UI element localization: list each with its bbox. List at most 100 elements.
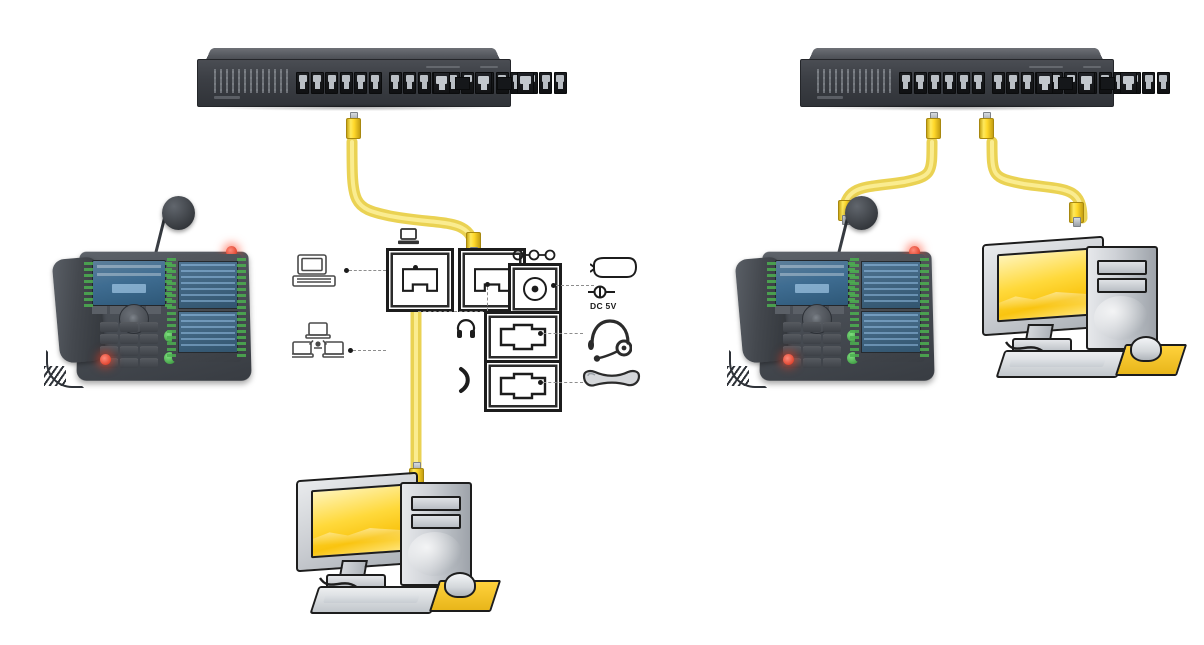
computer-tower-right [1086, 246, 1158, 350]
switch-front-panel [800, 59, 1170, 107]
drive-bay [411, 496, 461, 511]
leader-line-power [556, 285, 594, 286]
lan-network-icon [292, 322, 344, 358]
expansion-keys-right[interactable] [237, 258, 246, 358]
switch-brand-mark [214, 96, 240, 99]
handset-cord [727, 350, 767, 388]
ip-phone-left[interactable] [40, 196, 255, 403]
microphone-head [162, 196, 195, 230]
phone-line-keys-left[interactable] [767, 262, 776, 308]
tower-highlight [408, 532, 462, 576]
handset-cord [44, 350, 84, 388]
expansion-keys-left[interactable] [850, 258, 859, 358]
uplink-port[interactable] [475, 72, 492, 94]
phone-message-led [100, 354, 111, 365]
phone-message-led [783, 354, 794, 365]
uplink-port[interactable] [1120, 72, 1137, 94]
switch-uplink-ports[interactable] [1036, 72, 1137, 94]
leader-line-handset [543, 382, 583, 383]
switch-label-mark [1029, 66, 1063, 68]
mouse-right [1130, 336, 1162, 362]
rj9-port-outline [499, 323, 547, 351]
uplink-port[interactable] [1078, 72, 1095, 94]
port-dot-power [551, 283, 556, 288]
port-dot-pc [413, 265, 418, 270]
handset-icon [459, 367, 470, 393]
dc-jack-outline [523, 277, 547, 301]
monitor-screen-left [311, 483, 407, 559]
uplink-port[interactable] [517, 72, 534, 94]
phone-line-keys-left[interactable] [84, 262, 93, 308]
drive-bay [1097, 260, 1147, 275]
headset-icon [456, 319, 476, 338]
ethernet-cable-phone-to-pc [410, 286, 422, 482]
switch-label-mark [426, 66, 460, 68]
leader-line-internet-v [487, 287, 488, 311]
rj45-port-outline [474, 268, 510, 292]
expansion-screen-lower [178, 311, 238, 353]
leader-dot-computer [344, 268, 349, 273]
ethernet-cable-switch-to-pc-right [986, 136, 1088, 224]
ip-phone-right[interactable] [723, 196, 938, 403]
rj9-headset-port[interactable] [484, 311, 562, 363]
port-dot-handset [538, 380, 543, 385]
phone-busy-led [226, 246, 237, 257]
switch-shadow [814, 104, 1098, 111]
dc-power-label: DC 5V [590, 301, 617, 311]
network-switch-left[interactable] [197, 46, 567, 118]
microphone-head [845, 196, 878, 230]
sfp-slot[interactable] [497, 77, 512, 90]
rj9-handset-port[interactable] [484, 360, 562, 412]
rj45-plug-switch-pc [979, 112, 994, 139]
switch-uplink-ports[interactable] [433, 72, 534, 94]
keyboard-right [995, 350, 1127, 378]
switch-shadow [211, 104, 495, 111]
ethernet-cable-switch-to-phone [346, 136, 480, 257]
drive-bay [1097, 278, 1147, 293]
monitor-icon [398, 228, 419, 245]
desktop-computer-right[interactable] [978, 232, 1188, 387]
switch-led-array [817, 69, 893, 93]
leader-dot-lan [348, 348, 353, 353]
rj45-plug-switch-phone [926, 112, 941, 139]
computer-icon [292, 254, 336, 287]
rj45-pc-port[interactable] [386, 248, 454, 312]
sfp-slot[interactable] [455, 77, 470, 90]
handset-illustration [582, 369, 641, 387]
expansion-keys-right[interactable] [920, 258, 929, 358]
switch-led-array [214, 69, 290, 93]
sfp-slot[interactable] [1058, 77, 1073, 90]
switch-front-panel [197, 59, 567, 107]
network-switch-right[interactable] [800, 46, 1170, 118]
rj9-port-outline [499, 372, 547, 400]
port-dot-headset [538, 331, 543, 336]
ethernet-cable-switch-to-phone-right [838, 136, 938, 222]
switch-port-group[interactable] [899, 72, 985, 94]
expansion-screen-upper [178, 261, 238, 309]
expansion-screen-upper [861, 261, 921, 309]
drive-bay [411, 514, 461, 529]
phone-expansion-module[interactable] [855, 254, 925, 362]
phone-lcd-screen [775, 260, 849, 306]
computer-tower-left [400, 482, 472, 586]
desktop-computer-left[interactable] [292, 468, 502, 623]
phone-expansion-module[interactable] [172, 254, 242, 362]
rj45-plug-switch-end [346, 112, 361, 139]
phone-busy-led [909, 246, 920, 257]
rj45-plug-pc-end [1069, 202, 1084, 227]
sfp-slot[interactable] [1100, 77, 1115, 90]
leader-line-internet-h [418, 311, 488, 312]
switch-model-mark [1083, 66, 1101, 68]
mouse-left [444, 572, 476, 598]
switch-port-group[interactable] [296, 72, 382, 94]
switch-port-group[interactable] [991, 72, 1077, 94]
uplink-port[interactable] [433, 72, 450, 94]
switch-port-bank[interactable] [899, 72, 1170, 94]
port-dot-internet [485, 282, 490, 287]
expansion-keys-left[interactable] [167, 258, 176, 358]
leader-line-computer [349, 270, 386, 271]
switch-brand-mark [817, 96, 843, 99]
uplink-port[interactable] [1036, 72, 1053, 94]
dc-power-port[interactable] [508, 263, 562, 315]
